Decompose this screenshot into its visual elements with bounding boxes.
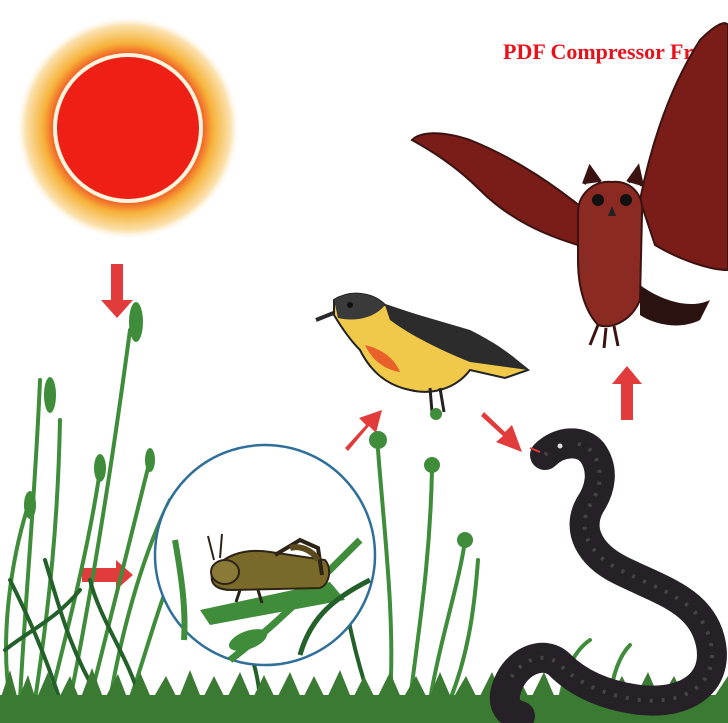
owl-icon [412,23,728,348]
sun-icon [16,16,240,240]
grass-seedhead [24,302,155,519]
bird-icon [316,294,528,420]
snake-icon [505,439,712,716]
